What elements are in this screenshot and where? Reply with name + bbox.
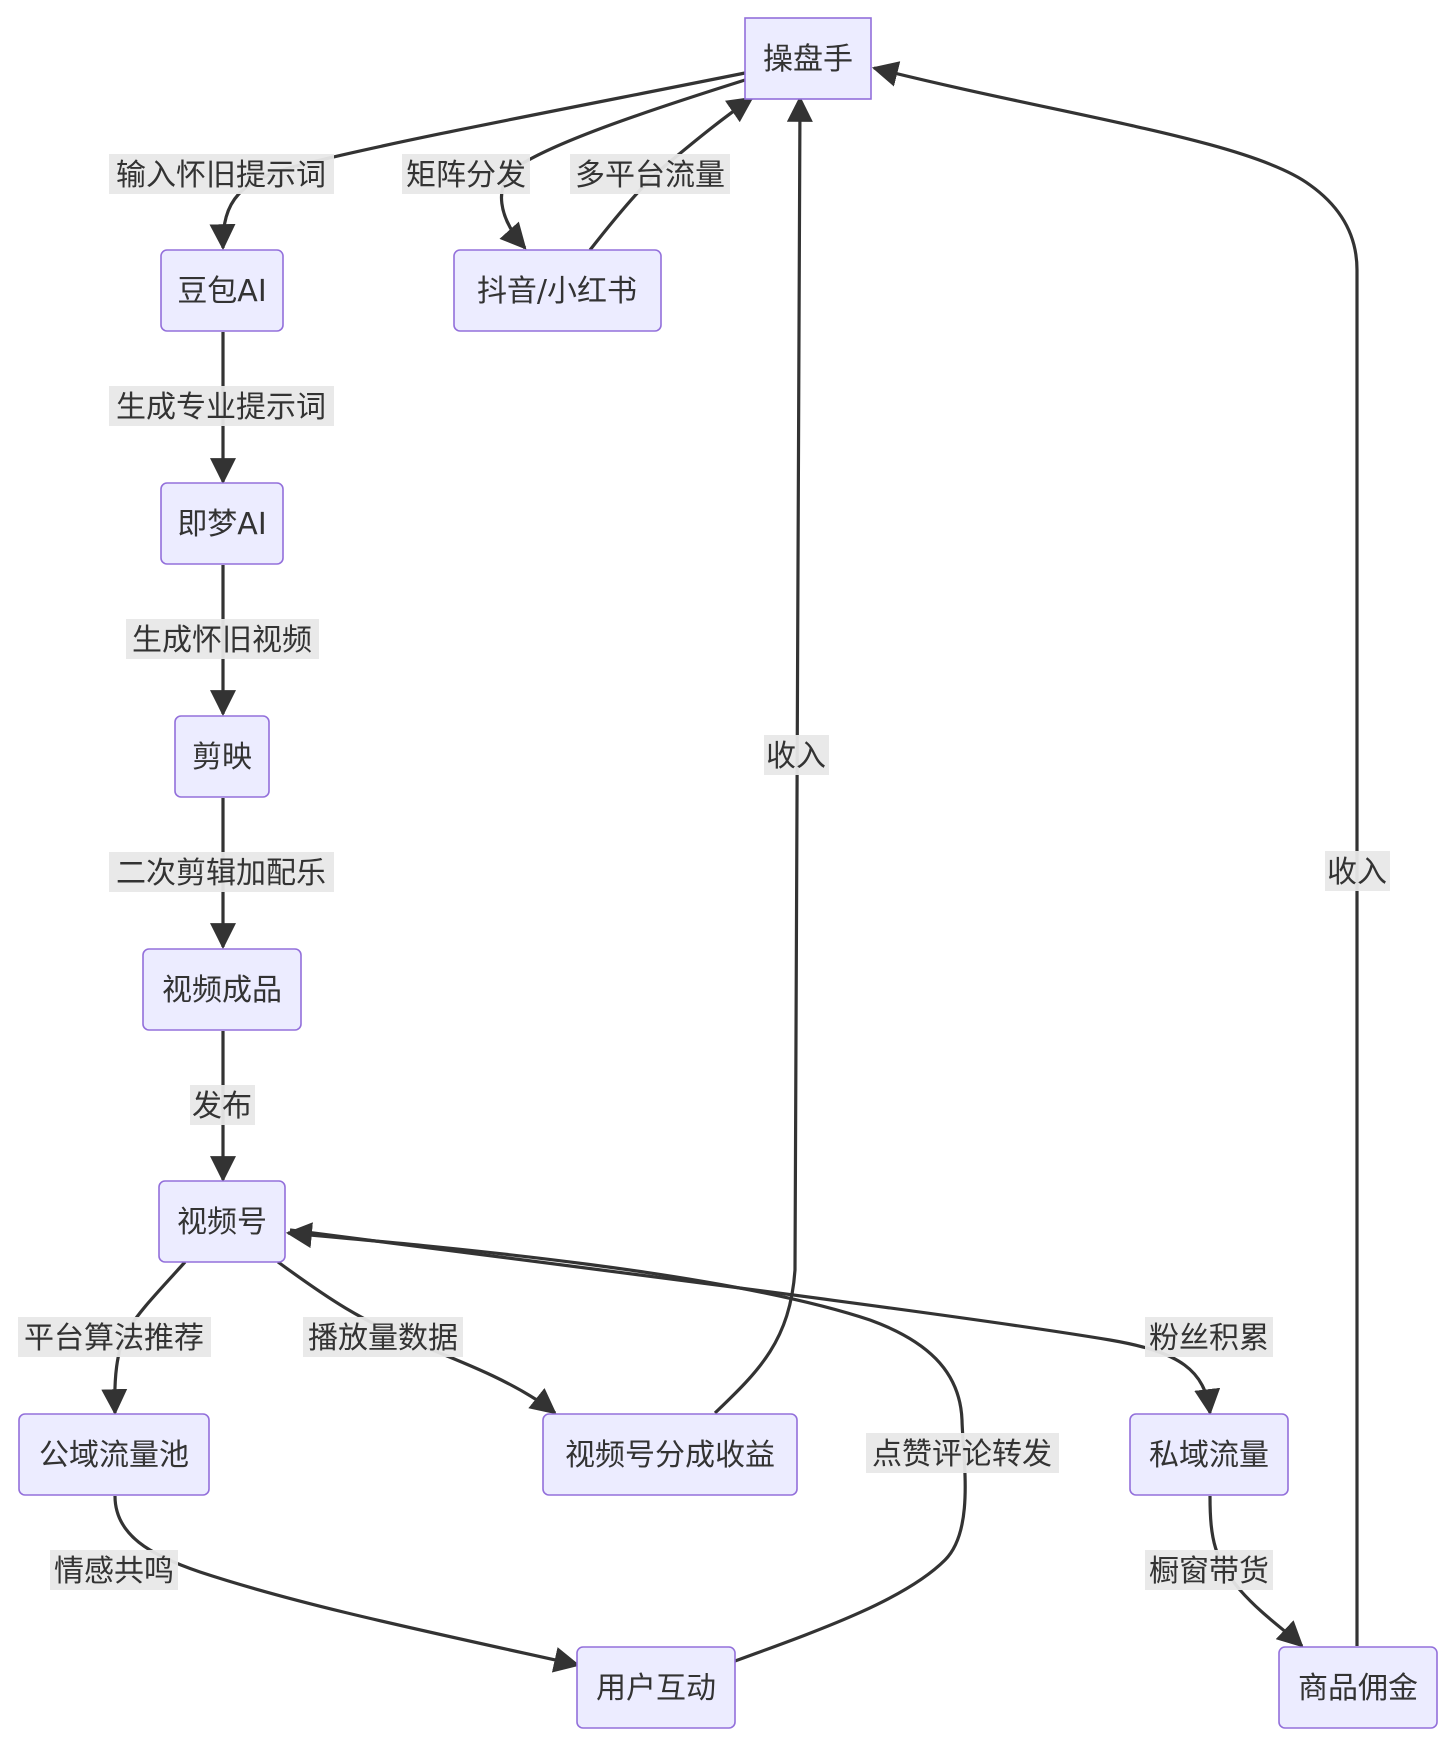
- svg-text:即梦AI: 即梦AI: [177, 507, 266, 542]
- svg-text:点赞评论转发: 点赞评论转发: [872, 1437, 1052, 1472]
- node-commission[interactable]: 商品佣金: [1278, 1646, 1438, 1729]
- label-window: 橱窗带货: [1145, 1550, 1273, 1590]
- edge-public-to-interaction: [113, 1495, 581, 1673]
- node-jianying[interactable]: 剪映: [174, 715, 270, 798]
- svg-text:视频号分成收益: 视频号分成收益: [565, 1438, 775, 1473]
- label-resonance: 情感共鸣: [50, 1550, 178, 1590]
- node-private-traffic[interactable]: 私域流量: [1129, 1413, 1289, 1496]
- label-publish: 发布: [190, 1085, 255, 1125]
- label-algo: 平台算法推荐: [18, 1317, 211, 1357]
- edge-interaction-to-shipinhao: [285, 1222, 967, 1663]
- svg-text:豆包AI: 豆包AI: [177, 274, 266, 309]
- node-douyin-xhs[interactable]: 抖音/小红书: [453, 249, 662, 332]
- svg-text:平台算法推荐: 平台算法推荐: [24, 1321, 204, 1356]
- label-income-1: 收入: [764, 735, 829, 775]
- edge-commission-to-operator: [871, 61, 1359, 1646]
- svg-text:视频成品: 视频成品: [162, 973, 282, 1008]
- node-operator[interactable]: 操盘手: [744, 17, 872, 100]
- label-gen-prompt: 生成专业提示词: [109, 386, 334, 426]
- edge-shipinhao-to-private: [289, 1228, 1221, 1416]
- svg-text:播放量数据: 播放量数据: [308, 1321, 458, 1356]
- label-like: 点赞评论转发: [866, 1433, 1059, 1473]
- svg-text:生成专业提示词: 生成专业提示词: [116, 390, 326, 425]
- svg-text:视频号: 视频号: [177, 1205, 267, 1240]
- label-matrix: 矩阵分发: [402, 154, 530, 194]
- label-edit: 二次剪辑加配乐: [109, 852, 334, 892]
- node-jimeng[interactable]: 即梦AI: [160, 482, 284, 565]
- svg-text:多平台流量: 多平台流量: [575, 158, 725, 193]
- edge-revenue-to-operator: [713, 95, 813, 1415]
- svg-text:橱窗带货: 橱窗带货: [1149, 1554, 1269, 1589]
- svg-text:二次剪辑加配乐: 二次剪辑加配乐: [116, 856, 326, 891]
- svg-text:剪映: 剪映: [192, 740, 252, 775]
- node-doubao[interactable]: 豆包AI: [160, 249, 284, 332]
- svg-text:矩阵分发: 矩阵分发: [406, 158, 526, 193]
- label-play-data: 播放量数据: [303, 1317, 463, 1357]
- svg-text:发布: 发布: [192, 1089, 252, 1124]
- svg-text:商品佣金: 商品佣金: [1298, 1671, 1418, 1706]
- node-video-product[interactable]: 视频成品: [142, 948, 302, 1031]
- nodes: 操盘手 豆包AI 抖音/小红书 即梦AI 剪映 视频成品 视频号 公域流量池: [18, 17, 1438, 1729]
- node-shipinhao[interactable]: 视频号: [158, 1180, 286, 1263]
- label-gen-video: 生成怀旧视频: [126, 619, 319, 659]
- label-multi-platform: 多平台流量: [570, 154, 730, 194]
- edge-operator-to-doubao: [209, 71, 746, 251]
- svg-text:用户互动: 用户互动: [596, 1671, 716, 1706]
- label-input-prompt: 输入怀旧提示词: [109, 154, 334, 194]
- svg-text:输入怀旧提示词: 输入怀旧提示词: [116, 158, 326, 193]
- edge-operator-to-douyin: [499, 78, 746, 250]
- svg-text:操盘手: 操盘手: [763, 42, 853, 77]
- svg-text:私域流量: 私域流量: [1149, 1438, 1269, 1473]
- label-fans: 粉丝积累: [1145, 1317, 1273, 1357]
- svg-text:情感共鸣: 情感共鸣: [54, 1554, 174, 1589]
- edge-labels: 输入怀旧提示词 矩阵分发 多平台流量 生成专业提示词 生成怀旧视频 二次剪辑加配…: [18, 154, 1390, 1590]
- node-user-interaction[interactable]: 用户互动: [576, 1646, 736, 1729]
- svg-text:收入: 收入: [766, 739, 826, 774]
- node-public-pool[interactable]: 公域流量池: [18, 1413, 210, 1496]
- svg-text:公域流量池: 公域流量池: [39, 1438, 189, 1473]
- svg-text:抖音/小红书: 抖音/小红书: [477, 274, 637, 309]
- svg-text:生成怀旧视频: 生成怀旧视频: [132, 623, 312, 658]
- label-income-2: 收入: [1325, 851, 1390, 891]
- node-revenue-share[interactable]: 视频号分成收益: [542, 1413, 798, 1496]
- svg-text:收入: 收入: [1327, 855, 1387, 890]
- svg-text:粉丝积累: 粉丝积累: [1149, 1321, 1269, 1356]
